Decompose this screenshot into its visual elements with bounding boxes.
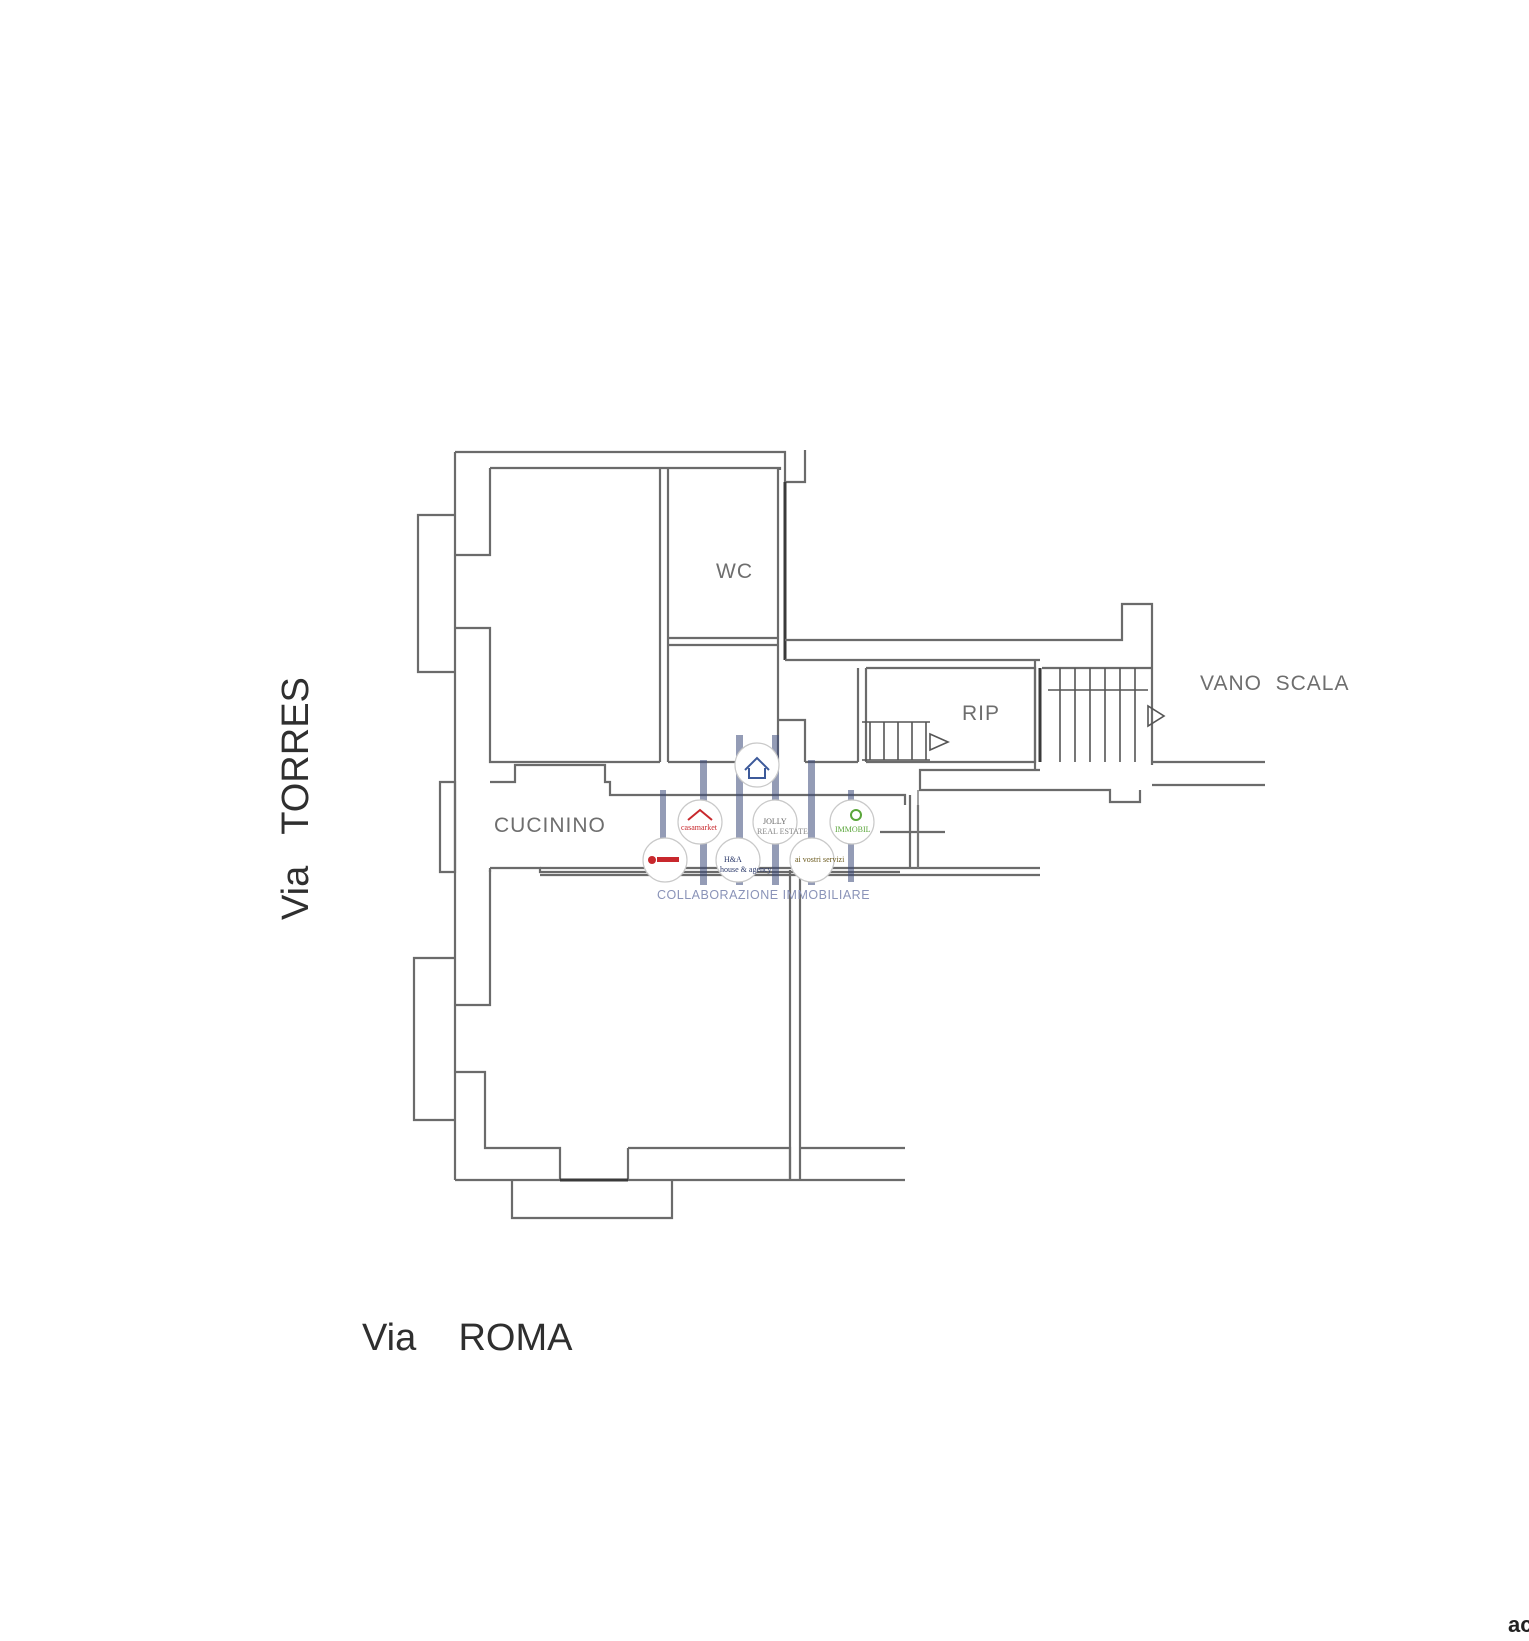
immobiliare-logo-icon [642,837,688,883]
stairs-rip [862,721,950,761]
casamarket-logo-icon: casamarket [677,799,723,845]
room-label-vano-scala: VANO SCALA [1200,672,1350,695]
room-label-wc: WC [716,560,753,583]
room-label-cucinino: CUCININO [494,814,606,837]
svg-text:ai vostri servizi: ai vostri servizi [795,855,845,864]
watermark: casamarket JOLLY REAL ESTATE IMMOBIL H&A… [642,735,875,902]
svg-text:H&A: H&A [724,855,742,864]
servizi-logo-icon: ai vostri servizi [789,837,845,883]
street-label-roma: Via ROMA [362,1317,573,1359]
corner-text: ac [1508,1612,1529,1637]
stairs-vano-scala [1048,668,1166,762]
svg-text:REAL ESTATE: REAL ESTATE [757,827,808,836]
watermark-caption: COLLABORAZIONE IMMOBILIARE [657,888,870,902]
svg-text:casamarket: casamarket [681,823,718,832]
house-logo-icon [734,742,780,788]
street-label-torres: Via TORRES [275,677,317,920]
ha-logo-icon: H&A house & agency [715,837,772,883]
jolly-logo-icon: JOLLY REAL ESTATE [752,799,808,845]
room-label-rip: RIP [962,702,1000,725]
green-logo-icon: IMMOBIL [829,799,875,845]
svg-text:house & agency: house & agency [720,865,772,874]
svg-text:IMMOBIL: IMMOBIL [835,825,871,834]
svg-text:JOLLY: JOLLY [763,817,787,826]
